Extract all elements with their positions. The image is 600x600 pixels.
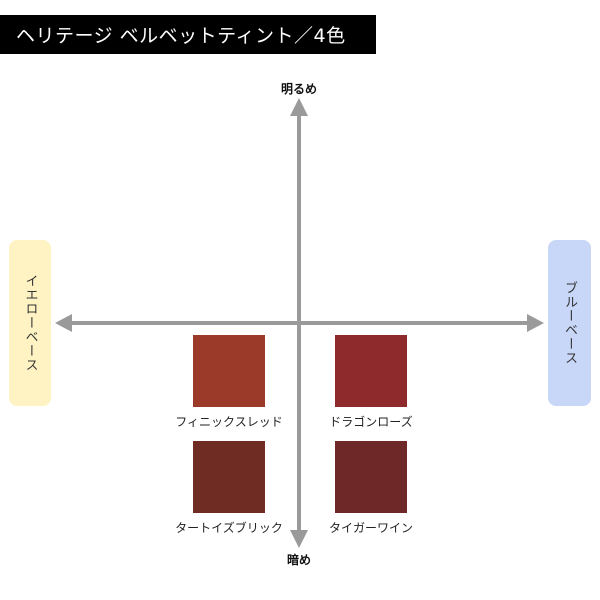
swatch-name-phoenix-red: フィニックスレッド xyxy=(175,415,283,429)
title-bar: ヘリテージ ベルベットティント／4色 xyxy=(0,15,376,54)
swatch-name-tortoise-brick: タートイズブリック xyxy=(175,521,283,535)
arrow-left-icon xyxy=(55,314,72,332)
blue-base-text: ブルーベース xyxy=(562,281,577,365)
page-title: ヘリテージ ベルベットティント／4色 xyxy=(16,25,346,47)
swatch-name-dragon-rose: ドラゴンローズ xyxy=(329,415,413,429)
arrow-down-icon xyxy=(290,530,308,548)
axis-label-bright: 明るめ xyxy=(280,82,318,96)
swatch-name-tiger-wine: タイガーワイン xyxy=(328,521,414,535)
swatch-phoenix-red xyxy=(193,335,265,407)
swatch-tortoise-brick xyxy=(193,441,265,513)
swatch-tiger-wine xyxy=(335,441,407,513)
yellow-base-text: イエローベース xyxy=(22,274,38,372)
arrow-right-icon xyxy=(527,314,544,332)
arrow-up-icon xyxy=(290,98,308,116)
axis-label-dark: 暗め xyxy=(286,553,312,567)
blue-base-label: ブルーベース xyxy=(548,240,591,406)
yellow-base-label: イエローベース xyxy=(9,240,51,406)
swatch-dragon-rose xyxy=(335,335,407,407)
